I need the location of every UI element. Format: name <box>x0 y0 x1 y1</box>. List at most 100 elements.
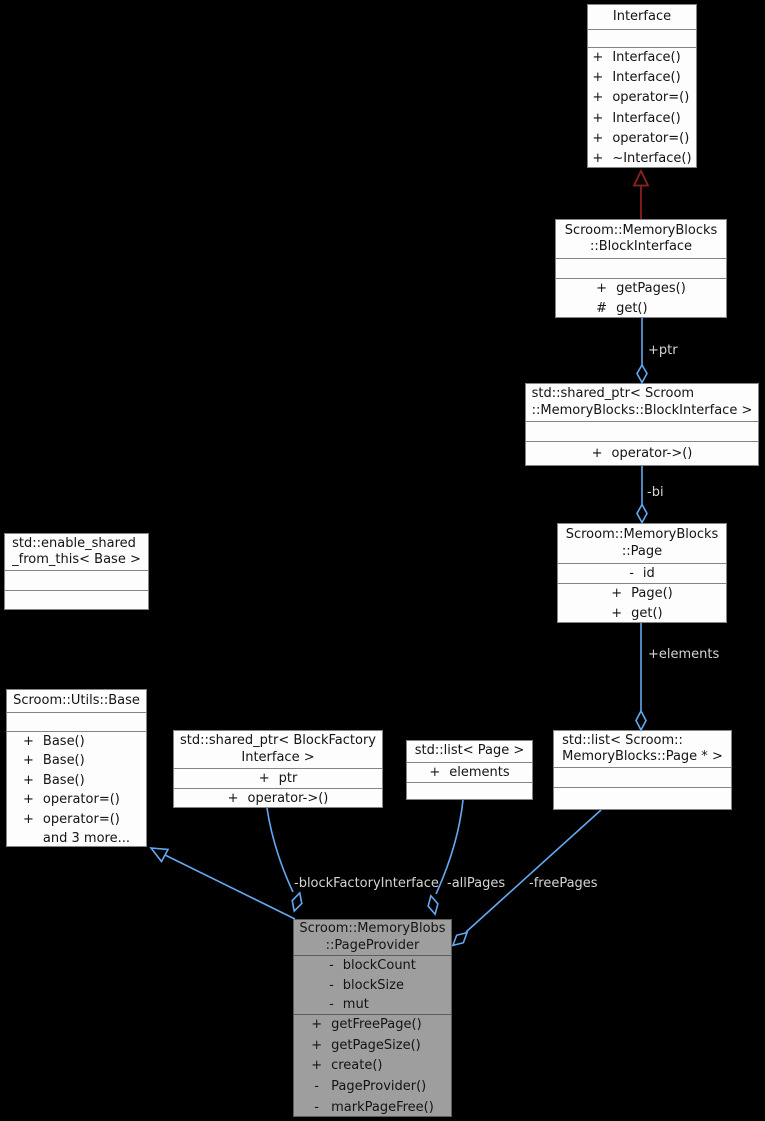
class-title: Scroom::MemoryBlocks ::Page <box>565 527 719 559</box>
member-access: + <box>592 151 604 167</box>
member-row: +getFreePage() <box>309 1015 436 1036</box>
member-row: -id <box>627 564 657 583</box>
class-title: Scroom::MemoryBlocks ::BlockInterface <box>564 222 718 255</box>
member-access: - <box>329 977 334 993</box>
methods-section: +Page() +get() <box>558 583 726 622</box>
member-row: + operator=() <box>21 790 132 809</box>
member-name: getFreePage() <box>331 1017 422 1032</box>
member-name: Interface() <box>612 50 681 65</box>
attributes-section <box>526 421 758 441</box>
member-name: Base() <box>42 772 85 788</box>
member-row: -mut <box>327 995 418 1014</box>
member-row: -blockSize <box>327 976 418 996</box>
member-name: get() <box>616 301 648 316</box>
member-access: + <box>591 446 603 461</box>
member-access: + <box>592 130 604 146</box>
methods-section <box>554 787 731 809</box>
member-access: + <box>592 70 604 86</box>
class-list-page-ptr[interactable]: std::list< Scroom:: MemoryBlocks::Page *… <box>553 730 732 810</box>
class-page-provider[interactable]: Scroom::MemoryBlobs ::PageProvider -bloc… <box>293 919 452 1117</box>
edge-aggregation-freepages <box>465 809 602 933</box>
edge-label-bi: -bi <box>647 485 664 500</box>
member-access: + <box>23 811 34 827</box>
member-access: + <box>23 734 34 749</box>
member-row: -blockCount <box>327 956 418 976</box>
member-row: +create() <box>309 1056 436 1077</box>
member-row: +operator->() <box>590 442 695 465</box>
member-access: - <box>629 566 634 581</box>
member-row: +Page() <box>609 584 675 604</box>
aggregation-diamond-icon <box>636 363 648 385</box>
member-name: and 3 more... <box>42 831 130 846</box>
member-row: -PageProvider() <box>309 1077 436 1098</box>
inheritance-arrowhead-icon <box>632 168 650 187</box>
class-shared-ptr-block-factory[interactable]: std::shared_ptr< BlockFactory Interface … <box>173 730 383 808</box>
methods-section <box>407 782 532 799</box>
class-title: std::shared_ptr< Scroom ::MemoryBlocks::… <box>531 386 753 418</box>
methods-section: + Base() + Base() + Base() + operator=() + op… <box>7 731 146 846</box>
member-row: +ptr <box>257 769 300 788</box>
attributes-section: +elements <box>407 762 532 782</box>
member-access: + <box>611 606 623 621</box>
member-row: + Base() <box>21 771 132 790</box>
attributes-section <box>7 712 146 731</box>
member-access: - <box>314 1099 319 1115</box>
class-title: std::enable_shared _from_this< Base > <box>12 535 141 568</box>
attributes-section <box>5 570 148 590</box>
member-access: + <box>23 772 34 788</box>
member-row: and 3 more... <box>21 829 132 846</box>
member-name: blockCount <box>342 958 416 973</box>
class-page[interactable]: Scroom::MemoryBlocks ::Page -id +Page() … <box>557 523 727 623</box>
member-access: + <box>227 791 239 806</box>
member-access: + <box>592 50 604 65</box>
class-title: std::list< Scroom:: MemoryBlocks::Page *… <box>562 732 723 765</box>
class-title: std::list< Page > <box>414 743 525 759</box>
member-row: +getPageSize() <box>309 1036 436 1057</box>
member-access: + <box>258 771 270 786</box>
class-interface[interactable]: Interface +Interface() +Interface() +ope… <box>587 4 697 168</box>
member-name: Base() <box>42 753 85 769</box>
member-row: +getPages() <box>594 279 688 299</box>
edge-aggregation-blockfactoryinterface <box>266 807 294 893</box>
member-access: - <box>314 1079 319 1095</box>
member-access: + <box>311 1058 323 1074</box>
class-block-interface[interactable]: Scroom::MemoryBlocks ::BlockInterface +g… <box>555 219 727 318</box>
member-row: +operator=() <box>590 88 693 108</box>
member-access: + <box>429 765 441 780</box>
member-access: # <box>596 301 608 316</box>
member-name: getPageSize() <box>331 1037 421 1053</box>
member-row: +Base() <box>21 751 132 770</box>
member-name: markPageFree() <box>331 1099 434 1115</box>
methods-section <box>5 590 148 609</box>
member-row: + Interface() <box>590 48 693 68</box>
attributes-section: +ptr <box>174 768 382 788</box>
class-shared-ptr-block-interface[interactable]: std::shared_ptr< Scroom ::MemoryBlocks::… <box>525 383 759 466</box>
member-row: -markPageFree() <box>309 1098 436 1116</box>
member-row: +elements <box>427 763 511 782</box>
member-name: id <box>642 566 655 581</box>
member-row: +operator=() <box>590 129 693 149</box>
member-name: Base() <box>42 734 85 749</box>
attributes-section <box>554 767 731 787</box>
class-enable-shared-from-this[interactable]: std::enable_shared _from_this< Base > <box>4 533 149 610</box>
member-access: + <box>592 90 604 106</box>
attributes-section <box>588 29 696 47</box>
member-access: + <box>23 792 34 808</box>
member-row: # get() <box>594 299 688 317</box>
attributes-section <box>556 258 726 278</box>
member-name: operator=() <box>42 792 120 808</box>
edge-label-blockfactoryinterface: -blockFactoryInterface <box>294 876 439 891</box>
aggregation-diamond-icon <box>427 894 439 916</box>
methods-section: +operator->() <box>174 788 382 807</box>
member-row: +get() <box>609 604 675 622</box>
class-list-page[interactable]: std::list< Page > +elements <box>406 740 533 800</box>
member-access <box>21 829 43 846</box>
member-name: operator=() <box>42 811 120 827</box>
class-utils-base[interactable]: Scroom::Utils::Base +Base() +Base() +Bas… <box>6 689 147 847</box>
member-name: mut <box>342 997 369 1013</box>
class-title: Scroom::Utils::Base <box>13 692 140 708</box>
class-title: std::shared_ptr< BlockFactory Interface … <box>179 733 377 765</box>
member-access: - <box>329 958 334 973</box>
member-access: - <box>329 997 334 1013</box>
